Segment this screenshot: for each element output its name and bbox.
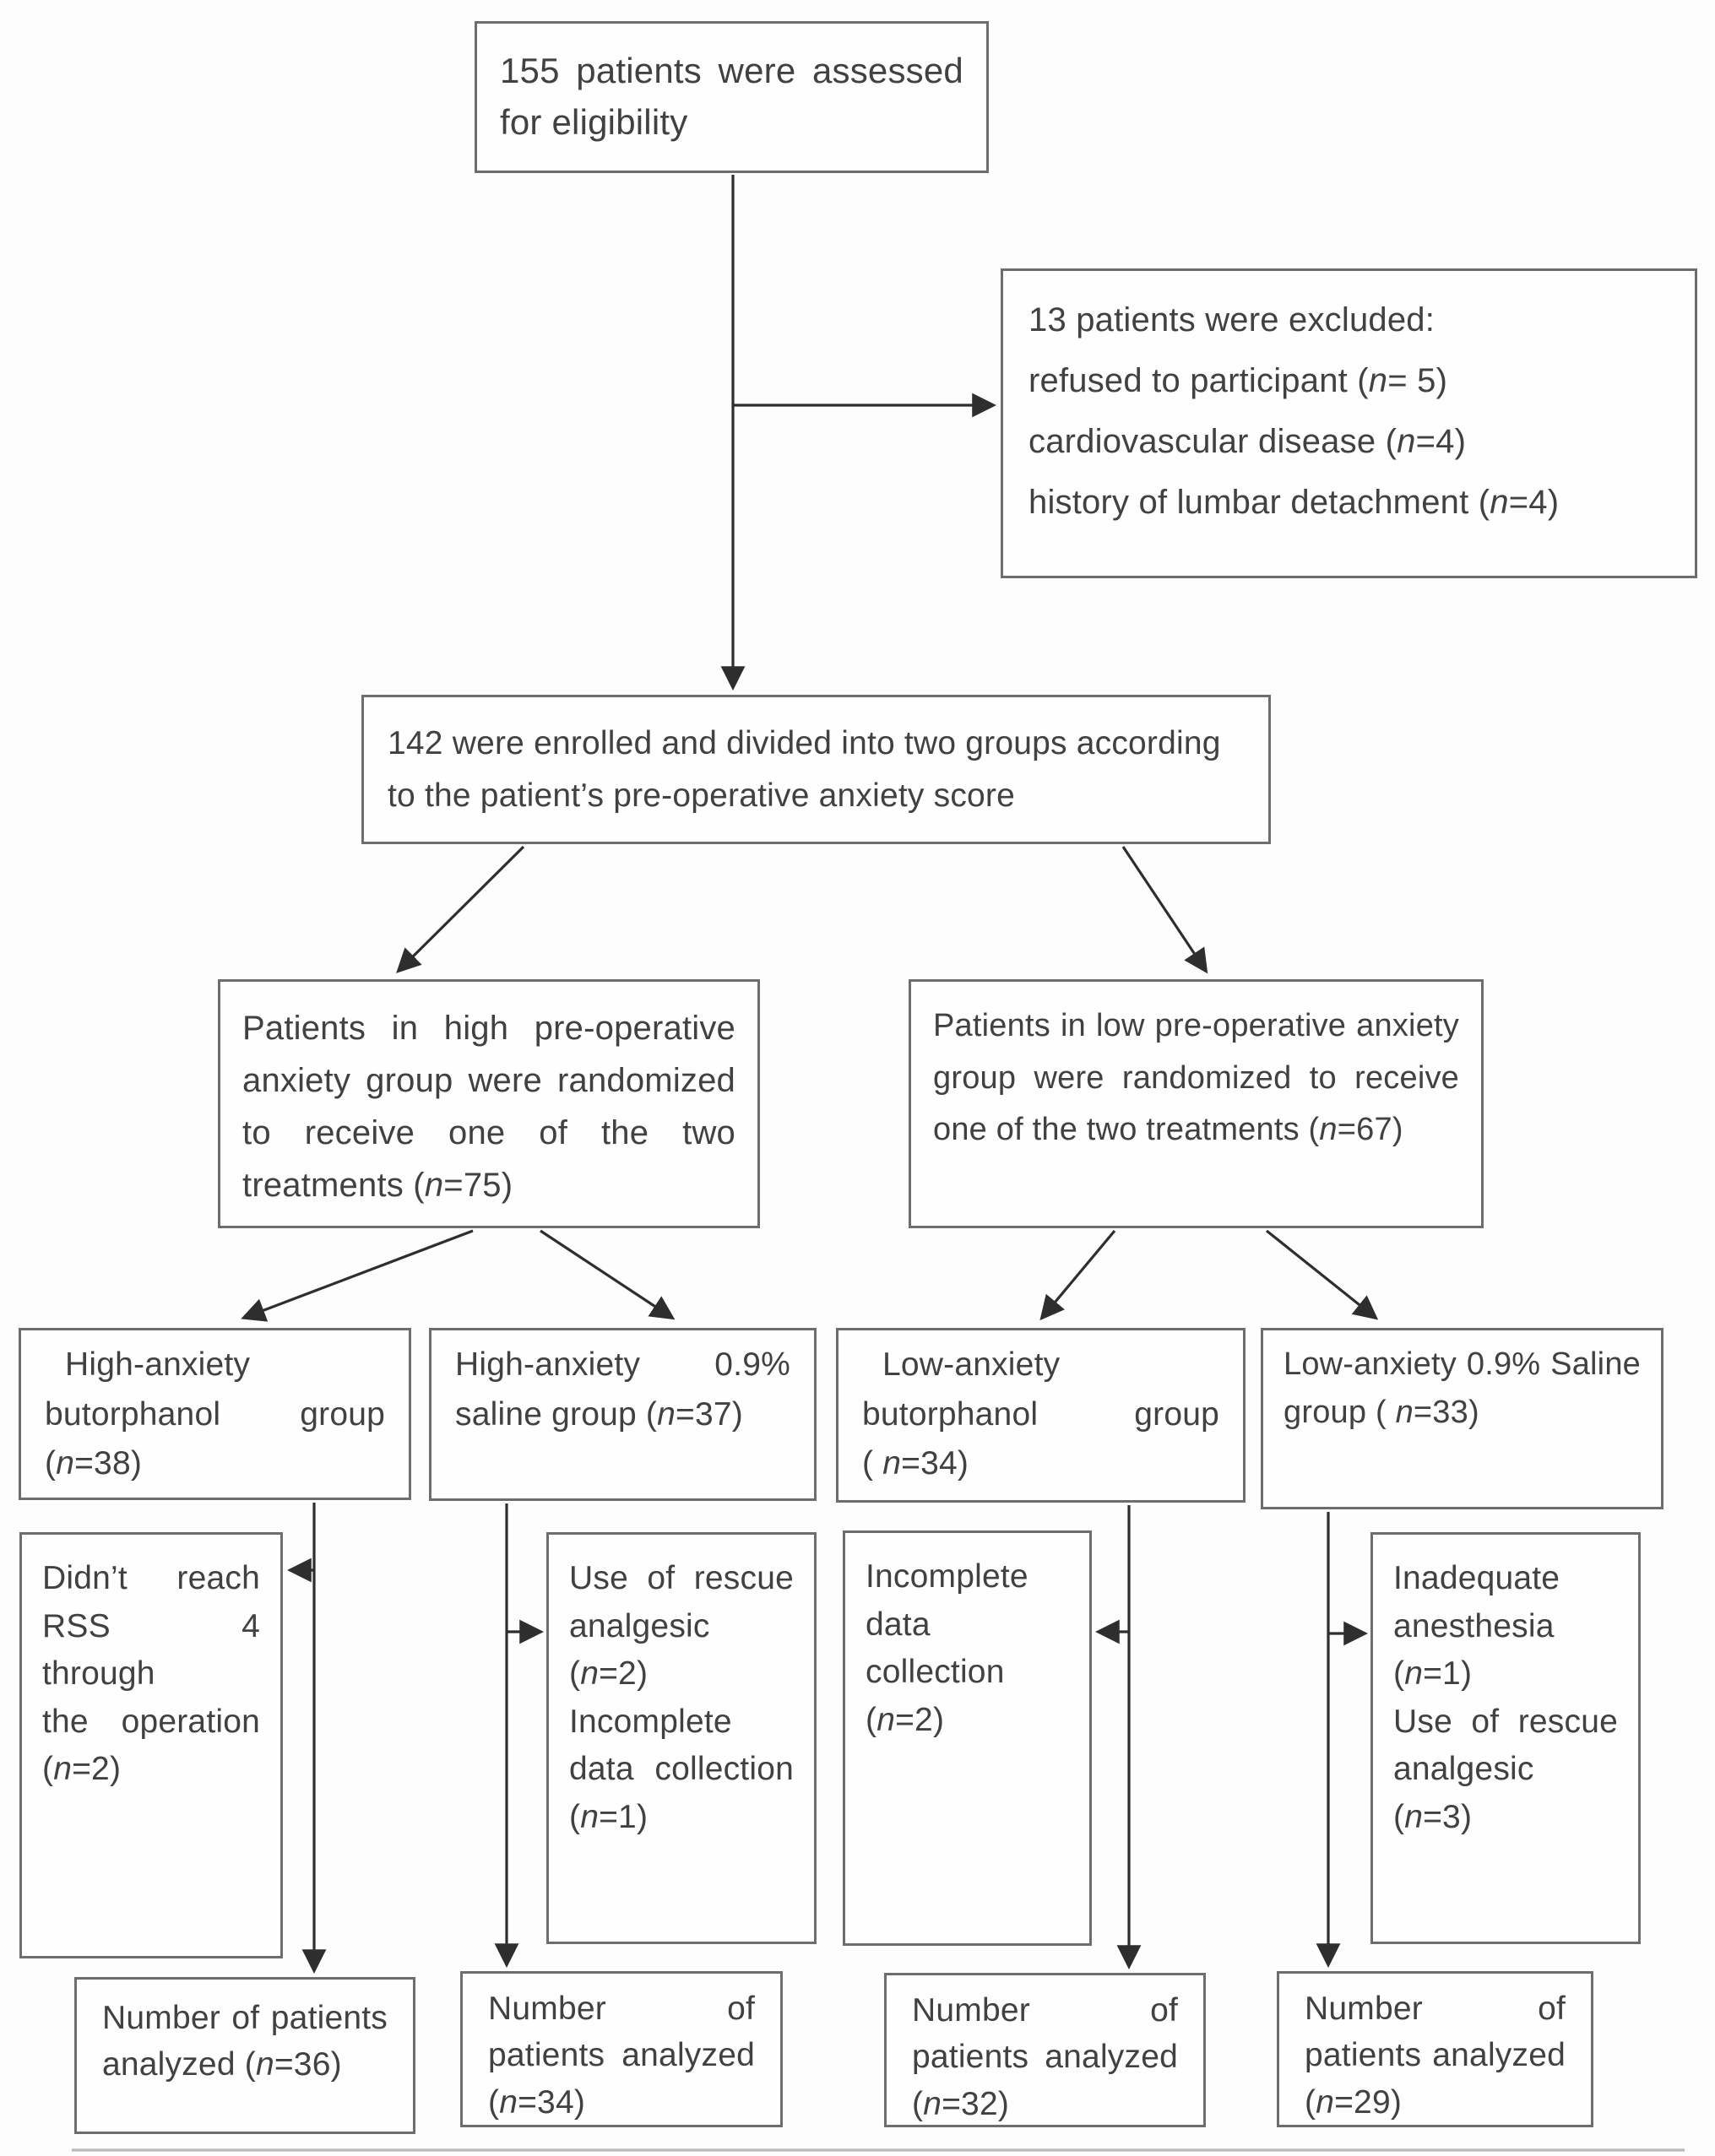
arrow-branch-low-to-butorphanol [1039,1229,1116,1321]
text-line: analyzed (n=36) [102,2046,342,2083]
text-line: 13 patients were excluded: [1028,301,1435,339]
text-line: (n=2) [569,1655,649,1693]
text-line: Inadequate [1393,1560,1560,1596]
text-line: (n=2) [42,1751,122,1788]
node-analyzed-high-butorphanol: Number of patients analyzed (n=36) [74,1977,415,2134]
text-line: history of lumbar detachment (n=4) [1028,484,1560,521]
node-dropout-high-saline: Use of rescue analgesic (n=2) Incomplete… [546,1532,817,1944]
node-enrolled: 142 were enrolled and divided into two g… [361,695,1271,844]
text-line: for eligibility [500,101,688,142]
text-line: refused to participant (n= 5) [1028,362,1448,399]
text-line: analgesic [1393,1751,1534,1788]
text-line: Number of [912,1992,1178,2029]
text-line: cardiovascular disease (n=4) [1028,423,1467,460]
arrow-branch-high-to-saline [540,1229,676,1320]
text-line: butorphanol group [45,1395,385,1433]
text-line: Incomplete [569,1703,732,1740]
text-line: (n=29) [1305,2083,1403,2121]
text-line: data collection [569,1751,794,1788]
text-line: one of the two treatments (n=67) [933,1112,1403,1148]
node-dropout-low-saline: Inadequate anesthesia (n=1) Use of rescu… [1370,1532,1641,1944]
text-line: collection [866,1654,1005,1691]
text-line: Low-anxiety [882,1346,1061,1383]
text-line: Patients in high pre-operative [242,1010,735,1047]
arrow-enrolled-to-branch-low [1121,846,1208,974]
text-line: group ( n=33) [1284,1395,1479,1430]
node-group-high-saline: High-anxiety 0.9% saline group (n=37) [429,1328,817,1501]
arrow-enrolled-to-branch-high [396,845,525,973]
text-line: anesthesia [1393,1607,1555,1644]
text-line: to the patient’s pre-operative anxiety s… [388,777,1016,815]
node-analyzed-low-butorphanol: Number of patients analyzed (n=32) [884,1973,1206,2127]
node-dropout-low-butorphanol: Incomplete data collection (n=2) [843,1530,1092,1946]
text-line: Patients in low pre-operative anxiety [933,1008,1459,1043]
node-group-low-butorphanol: Low-anxiety butorphanol group ( n=34) [836,1328,1246,1503]
node-branch-low-anxiety: Patients in low pre-operative anxiety gr… [909,979,1484,1228]
text-line: (n=1) [1393,1655,1473,1693]
text-line: data [866,1606,931,1643]
node-assessed: 155 patients were assessed for eligibili… [475,21,989,173]
text-line: RSS 4 through [42,1607,260,1693]
node-analyzed-low-saline: Number of patients analyzed (n=29) [1277,1971,1593,2127]
node-branch-high-anxiety: Patients in high pre-operative anxiety g… [218,979,760,1228]
text-line: Number of patients [102,2000,388,2036]
text-line: Use of rescue [569,1560,794,1596]
text-line: the operation [42,1703,260,1740]
text-line: butorphanol group [862,1395,1219,1433]
text-line: ( n=34) [862,1445,969,1482]
text-line: Use of rescue [1393,1703,1618,1740]
node-dropout-high-butorphanol: Didn’t reach RSS 4 through the operation… [19,1532,283,1958]
text-line: (n=1) [569,1798,649,1835]
node-group-high-butorphanol: High-anxiety butorphanol group (n=38) [19,1328,411,1500]
node-excluded: 13 patients were excluded: refused to pa… [1001,268,1697,578]
text-line: 142 were enrolled and divided into two g… [388,725,1221,761]
arrow-branch-high-to-butorphanol [241,1229,474,1322]
text-line: High-anxiety 0.9% [455,1346,790,1383]
text-line: saline group (n=37) [455,1395,743,1433]
text-line: to receive one of the two [242,1114,735,1151]
text-line: patients analyzed [1305,2037,1566,2074]
text-line: patients analyzed [488,2037,755,2074]
text-line: group were randomized to receive [933,1059,1459,1096]
text-line: Incomplete [866,1558,1028,1595]
text-line: Didn’t reach [42,1560,260,1596]
node-analyzed-high-saline: Number of patients analyzed (n=34) [460,1971,783,2127]
text-line: (n=32) [912,2085,1010,2122]
text-line: Number of [488,1991,755,2027]
text-line: (n=38) [45,1445,143,1482]
text-line: (n=3) [1393,1798,1473,1835]
text-line: Low-anxiety 0.9% Saline [1284,1346,1641,1382]
node-group-low-saline: Low-anxiety 0.9% Saline group ( n=33) [1261,1328,1663,1509]
arrow-branch-low-to-saline [1266,1229,1379,1320]
text-line: patients analyzed [912,2039,1178,2076]
text-line: (n=34) [488,2083,586,2121]
text-line: (n=2) [866,1701,945,1738]
text-line: 155 patients were assessed [500,51,963,90]
text-line: anxiety group were randomized [242,1062,735,1099]
text-line: treatments (n=75) [242,1167,513,1204]
text-line: analgesic [569,1607,710,1644]
text-line: High-anxiety [65,1346,251,1383]
text-line: Number of [1305,1991,1566,2027]
